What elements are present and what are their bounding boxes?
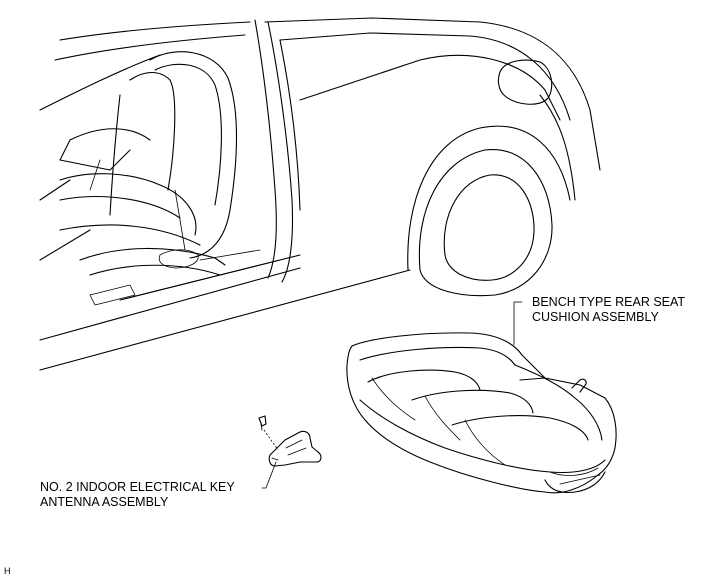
- front-seat: [59, 51, 261, 306]
- antenna-label: NO. 2 INDOOR ELECTRICAL KEY ANTENNA ASSE…: [40, 480, 235, 510]
- antenna-label-line2: ANTENNA ASSEMBLY: [40, 495, 169, 509]
- vehicle-body: [39, 17, 601, 371]
- rear-seat-label: BENCH TYPE REAR SEAT CUSHION ASSEMBLY: [532, 295, 685, 325]
- antenna-assembly-drawing: [258, 415, 322, 467]
- antenna-label-line1: NO. 2 INDOOR ELECTRICAL KEY: [40, 480, 235, 494]
- antenna-leader-line: [261, 461, 277, 489]
- rear-seat-leader-line: [513, 301, 523, 346]
- rear-seat-cushion-drawing: [346, 332, 617, 494]
- rear-seat-label-line2: CUSHION ASSEMBLY: [532, 310, 659, 324]
- rear-seat-label-line1: BENCH TYPE REAR SEAT: [532, 295, 686, 309]
- corner-mark: H: [4, 566, 11, 576]
